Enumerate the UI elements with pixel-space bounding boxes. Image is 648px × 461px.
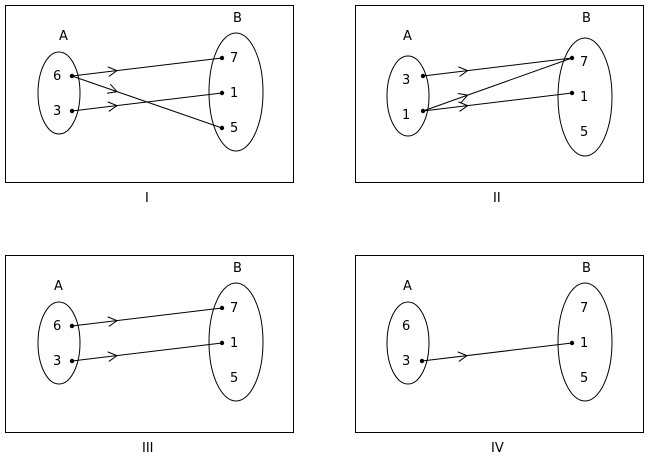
mapping-dot	[569, 340, 575, 346]
mapping-dot	[219, 305, 225, 311]
set-b-label: B	[582, 11, 591, 26]
set-b-element: 7	[580, 301, 588, 316]
mapping-dot	[569, 55, 575, 61]
arrowhead	[107, 66, 119, 77]
mapping-arrow	[421, 342, 573, 362]
mapping-arrow	[422, 92, 573, 112]
set-a-element: 6	[53, 69, 61, 84]
set-a-ellipse	[386, 55, 430, 137]
arrowhead	[458, 66, 469, 77]
set-b-ellipse	[208, 32, 264, 152]
set-b-element: 5	[230, 371, 238, 386]
set-a-element: 3	[402, 354, 410, 369]
set-a-element: 1	[402, 108, 410, 123]
set-b-element: 7	[230, 301, 238, 316]
set-a-label: A	[403, 279, 412, 294]
set-b-element: 1	[230, 336, 238, 351]
mapping-arrow	[71, 342, 223, 362]
mapping-arrow	[71, 57, 223, 77]
set-a-element: 6	[53, 319, 61, 334]
panel-frame	[355, 5, 644, 183]
arrowhead	[458, 101, 469, 112]
mapping-dot	[419, 358, 425, 364]
set-a-element: 3	[53, 104, 61, 119]
panel-frame	[5, 255, 294, 433]
set-b-element: 5	[580, 125, 588, 140]
set-a-ellipse	[386, 301, 430, 385]
set-b-ellipse	[208, 282, 264, 402]
mapping-dot	[219, 340, 225, 346]
arrowhead	[457, 351, 469, 362]
mapping-dot	[219, 55, 225, 61]
mapping-dot	[69, 108, 75, 114]
set-a-element: 6	[402, 319, 410, 334]
panel-2: A B 3 1 7 1 5 II	[355, 5, 644, 206]
set-a-ellipse	[37, 301, 81, 385]
set-a-ellipse	[37, 51, 81, 135]
set-a-label: A	[59, 29, 68, 44]
panel-caption: III	[142, 441, 154, 456]
set-b-element: 5	[580, 371, 588, 386]
arrowhead	[457, 93, 469, 103]
arrowhead	[107, 316, 119, 327]
panel-frame	[5, 5, 294, 183]
mapping-dot	[219, 90, 225, 96]
mapping-dot	[69, 323, 75, 329]
set-b-element: 1	[580, 336, 588, 351]
mapping-arrow	[422, 57, 573, 77]
panel-4: A B 6 3 7 1 5 IV	[355, 255, 644, 456]
set-b-label: B	[582, 261, 591, 276]
set-a-element: 3	[53, 354, 61, 369]
set-b-element: 7	[580, 55, 588, 70]
mapping-dot	[569, 90, 575, 96]
panel-3: A B 6 3 7 1 5 III	[5, 255, 294, 456]
set-b-element: 1	[580, 90, 588, 105]
panel-frame	[355, 255, 644, 433]
set-b-ellipse	[557, 282, 613, 402]
set-a-element: 3	[402, 73, 410, 88]
set-b-element: 5	[230, 121, 238, 136]
set-b-element: 7	[230, 51, 238, 66]
set-b-label: B	[233, 11, 242, 26]
mapping-dot	[69, 73, 75, 79]
mapping-arrow	[71, 92, 223, 112]
mapping-dot	[420, 73, 426, 79]
set-a-label: A	[403, 29, 412, 44]
arrowhead	[107, 351, 119, 362]
panel-caption: II	[493, 191, 501, 206]
set-b-element: 1	[230, 86, 238, 101]
arrowhead	[107, 101, 119, 112]
set-a-label: A	[54, 279, 63, 294]
mapping-dot	[69, 358, 75, 364]
mapping-arrow	[422, 57, 573, 112]
set-b-ellipse	[557, 37, 613, 157]
set-b-label: B	[233, 261, 242, 276]
mapping-dot	[219, 125, 225, 131]
panel-1: A B 6 3 7 1 5 I	[5, 5, 294, 206]
arrowhead	[107, 83, 118, 94]
panel-caption: IV	[491, 441, 504, 456]
mapping-dot	[420, 108, 426, 114]
panel-caption: I	[145, 191, 149, 206]
mapping-arrow	[71, 307, 223, 327]
